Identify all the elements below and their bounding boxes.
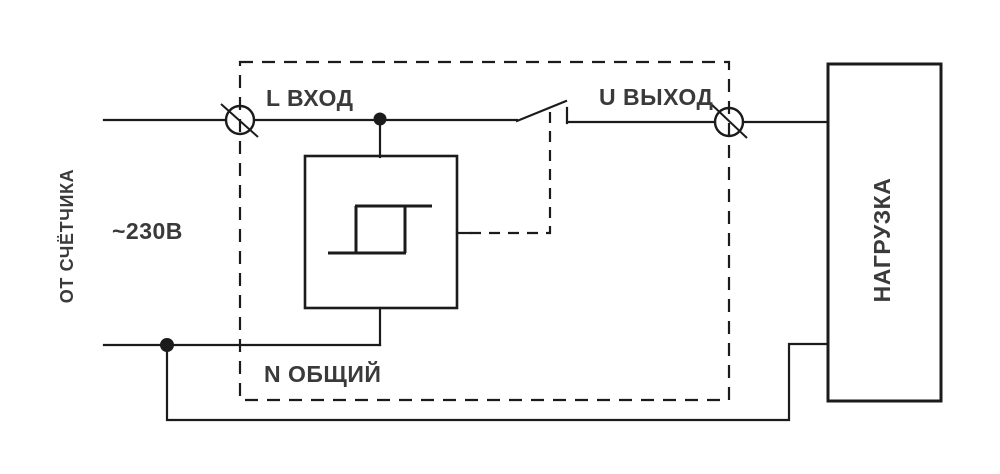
load-box: [826, 62, 943, 403]
output-terminal-icon: [709, 102, 748, 139]
junction-dot-neutral: [160, 338, 174, 352]
neutral-wiring: [102, 306, 830, 422]
control-link: [455, 111, 552, 235]
label-voltage: ~230В: [112, 218, 183, 244]
label-source: ОТ СЧЁТЧИКА: [57, 169, 77, 303]
input-terminal-icon: [220, 103, 259, 138]
label-output: U ВЫХОД: [599, 84, 713, 110]
switch-contact-symbol: [515, 99, 569, 125]
label-neutral-common: N ОБЩИЙ: [264, 360, 381, 387]
phase-wiring: [102, 118, 830, 159]
label-load: НАГРУЗКА: [869, 178, 895, 303]
relay-block-outline: [303, 154, 459, 310]
output-terminal-slash: [709, 102, 748, 139]
label-line-input: L ВХОД: [266, 85, 353, 111]
output-terminal-circle: [713, 106, 745, 138]
junction-dot-phase: [373, 112, 387, 126]
hysteresis-icon: [328, 204, 432, 255]
wire-n-to-load: [165, 342, 830, 422]
control-link-dashed: [470, 111, 552, 235]
input-terminal-slash: [220, 103, 259, 138]
switch-blade: [515, 99, 568, 123]
hysteresis-relay-block: [303, 154, 459, 310]
device-boundary-dashed-box: [238, 60, 731, 402]
input-terminal-circle: [224, 104, 256, 136]
